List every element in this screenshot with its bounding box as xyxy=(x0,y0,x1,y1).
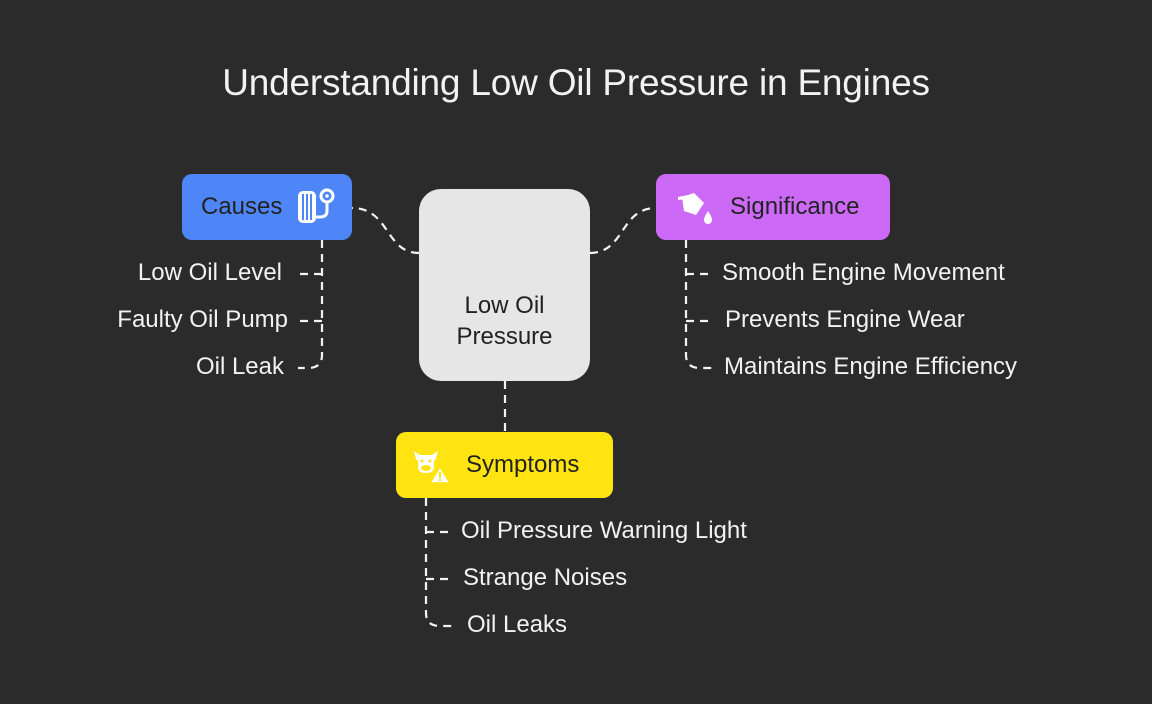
causes-item: Low Oil Level xyxy=(137,259,282,286)
significance-label: Significance xyxy=(730,193,860,220)
significance-item: Prevents Engine Wear xyxy=(725,306,965,333)
connector-symptoms-items xyxy=(424,498,454,628)
causes-item: Oil Leak xyxy=(195,353,284,380)
significance-item: Maintains Engine Efficiency xyxy=(724,353,1018,380)
central-topic-line-1: Low Oil xyxy=(464,292,545,319)
symptoms-node[interactable]: Symptoms xyxy=(396,432,613,498)
connector-causes-items xyxy=(298,240,324,370)
causes-node[interactable]: Causes xyxy=(182,174,352,240)
connector-center-significance xyxy=(589,206,657,255)
symptoms-label: Symptoms xyxy=(466,451,580,478)
connector-significance-items xyxy=(684,240,712,370)
significance-item: Smooth Engine Movement xyxy=(722,259,1005,286)
tire-pressure-gauge-icon xyxy=(294,185,338,229)
significance-node[interactable]: Significance xyxy=(656,174,890,240)
causes-label: Causes xyxy=(201,193,283,220)
connector-center-causes xyxy=(351,206,420,255)
central-topic-node[interactable]: Low Oil Pressure xyxy=(419,189,590,381)
warning-animal-icon xyxy=(410,443,454,487)
causes-item: Faulty Oil Pump xyxy=(117,306,288,333)
central-topic-line-2: Pressure xyxy=(456,323,553,350)
symptoms-item: Strange Noises xyxy=(463,564,628,591)
oil-can-icon xyxy=(674,185,718,229)
symptoms-item: Oil Leaks xyxy=(467,611,568,638)
symptoms-item: Oil Pressure Warning Light xyxy=(461,517,747,544)
diagram-title: Understanding Low Oil Pressure in Engine… xyxy=(222,62,930,103)
